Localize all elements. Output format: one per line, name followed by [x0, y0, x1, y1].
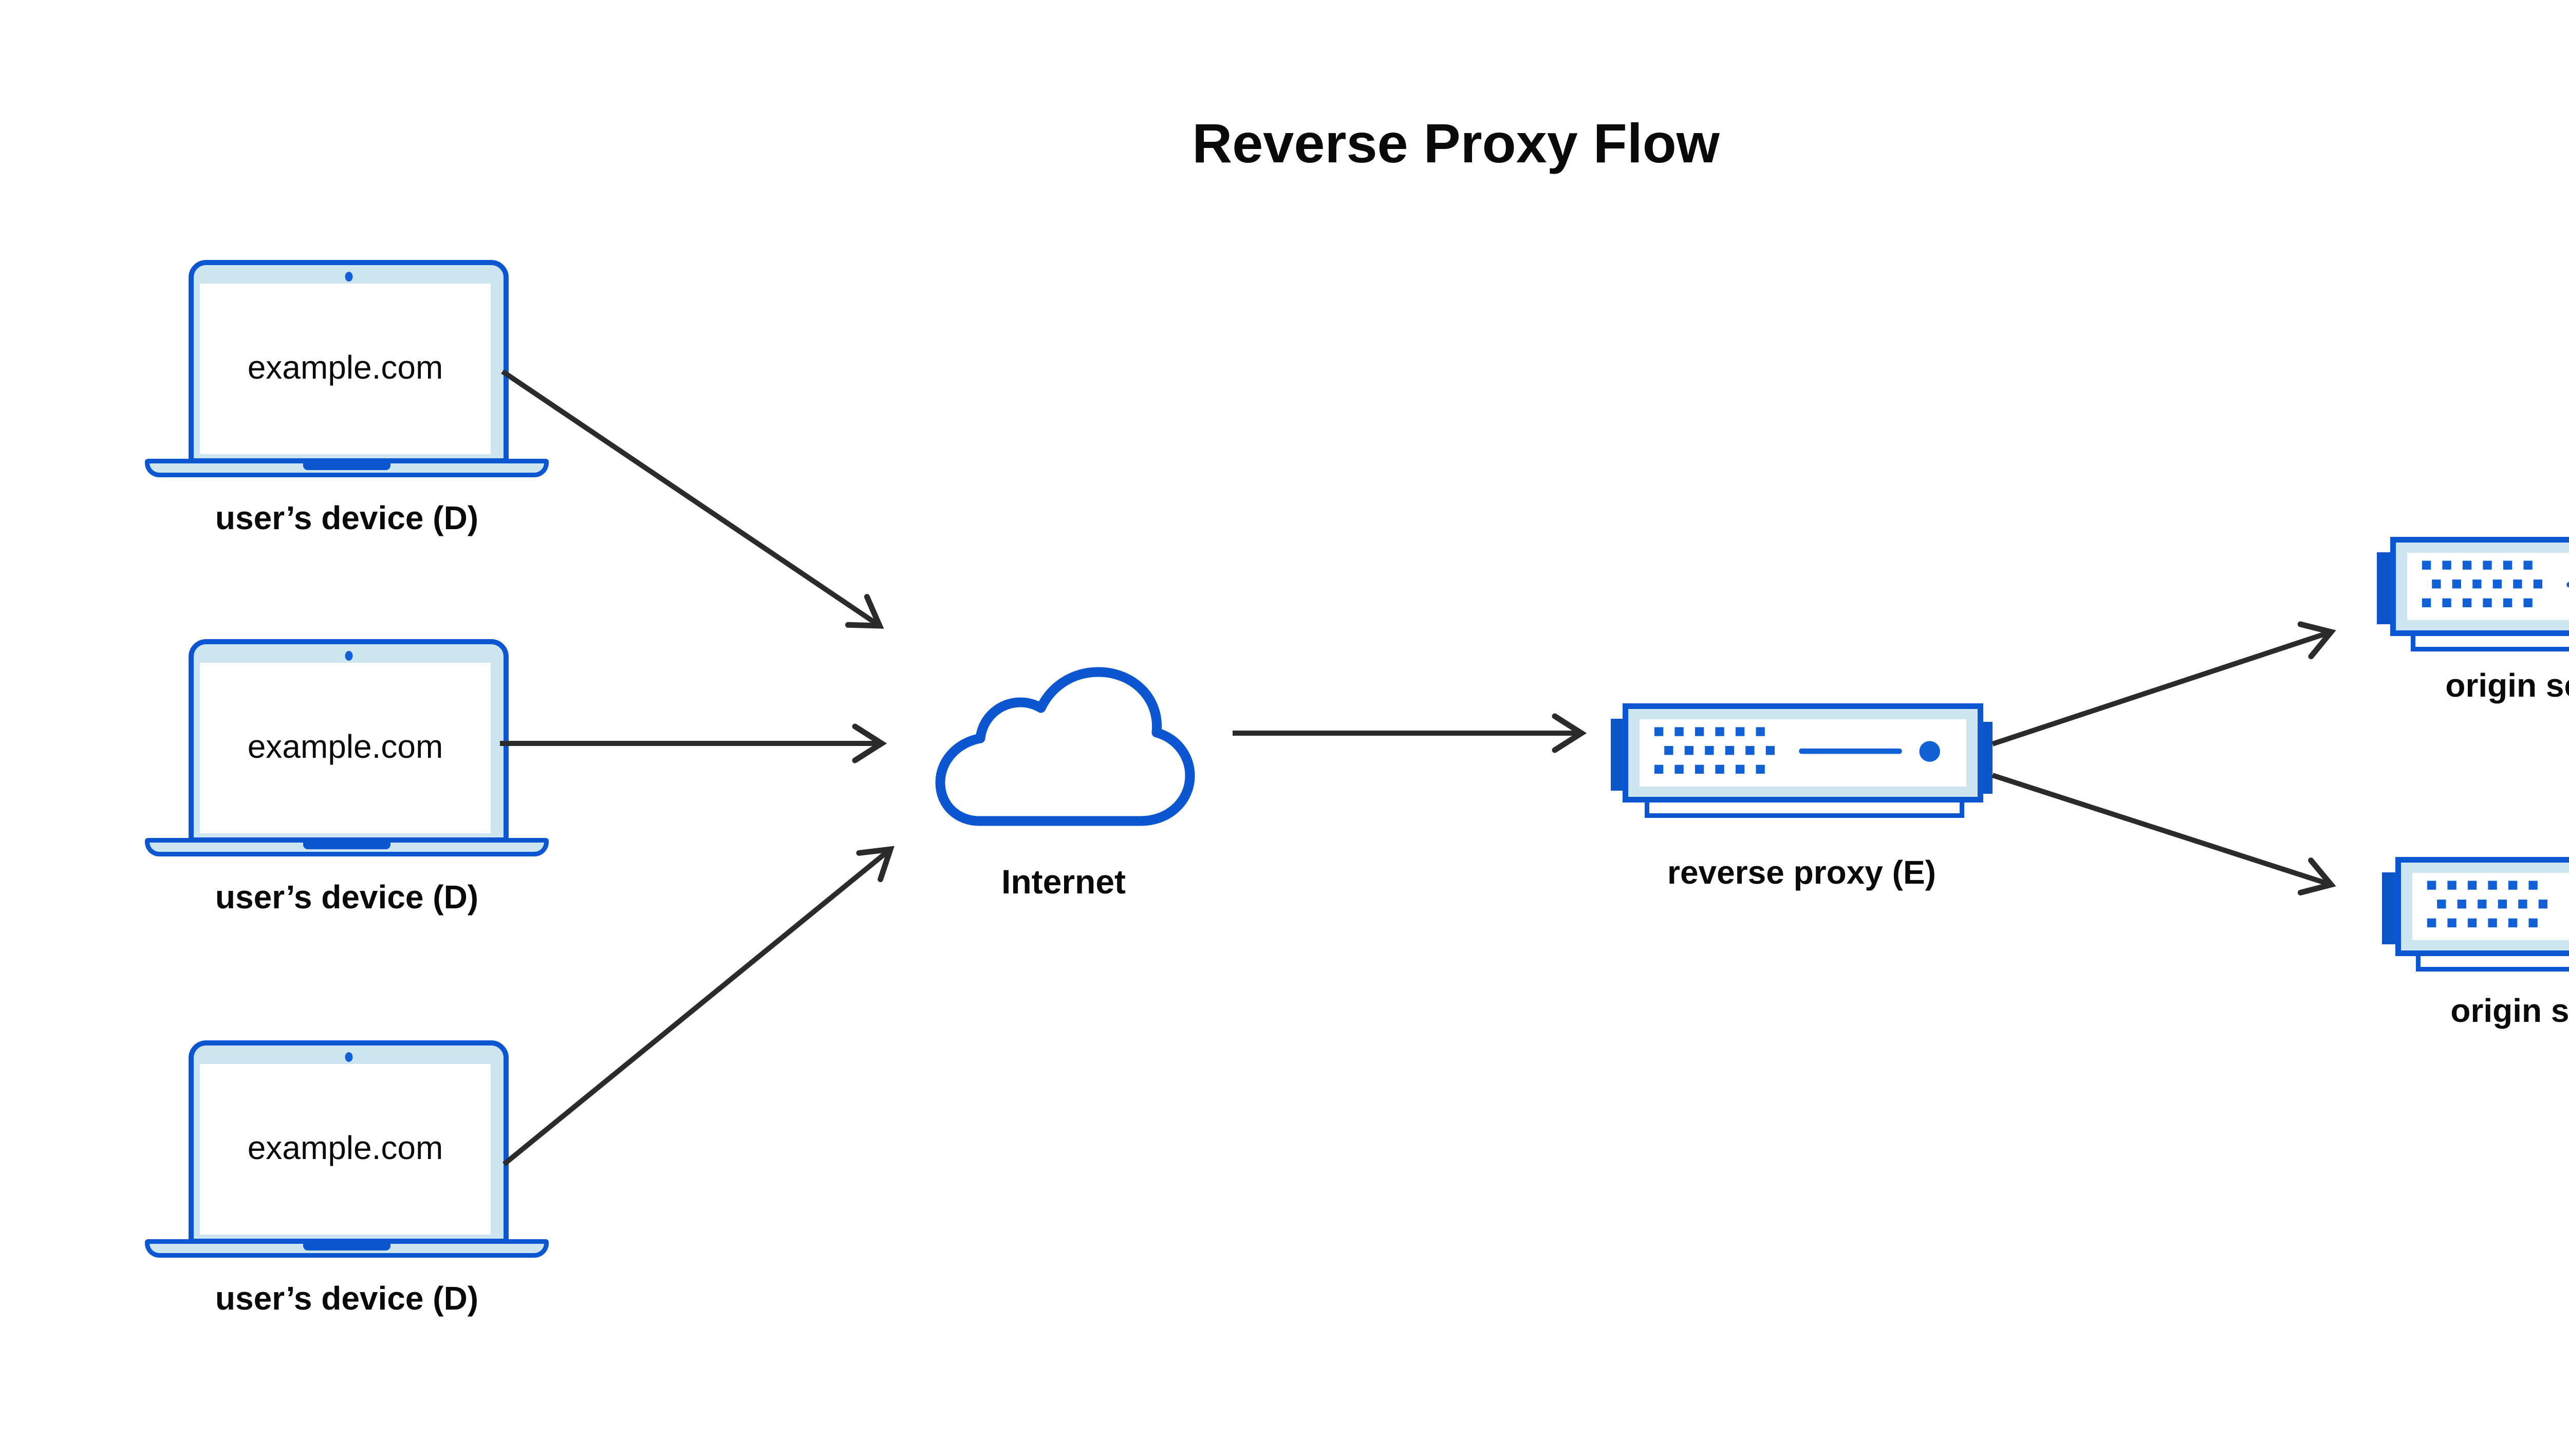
- device-screen-url: example.com: [247, 1129, 443, 1167]
- rack-server-icon: [2395, 857, 2569, 956]
- server-left-tab: [2382, 872, 2397, 944]
- laptop-notch: [303, 843, 390, 849]
- server-slot-line: [2566, 582, 2569, 588]
- laptop-camera-dot-icon: [345, 651, 352, 661]
- rack-server-icon: [2390, 537, 2569, 636]
- laptop-camera-dot-icon: [345, 272, 352, 282]
- device-screen-url: example.com: [247, 349, 443, 386]
- arrow-device1-to-internet: [501, 369, 884, 629]
- laptop-icon: example.com: [189, 1040, 509, 1244]
- arrow-proxy-to-origin1: [1991, 621, 2336, 746]
- internet-label: Internet: [1001, 863, 1126, 901]
- user-device-3: example.com user’s device (D): [145, 1040, 549, 1328]
- server-vents-icon: [2422, 561, 2569, 607]
- laptop-screen: example.com: [200, 1064, 491, 1235]
- laptop-notch: [303, 1244, 390, 1250]
- laptop-notch: [303, 463, 390, 470]
- server-face-panel: [2407, 553, 2569, 620]
- device-label: user’s device (D): [215, 879, 479, 916]
- server-base: [1645, 802, 1964, 818]
- rack-server-icon: [1623, 703, 1983, 802]
- device-label: user’s device (D): [215, 1280, 479, 1317]
- reverse-proxy-label: reverse proxy (E): [1667, 854, 1936, 891]
- arrow-device3-to-internet: [502, 846, 895, 1166]
- laptop-camera-dot-icon: [345, 1052, 352, 1062]
- laptop-icon: example.com: [189, 260, 509, 463]
- server-base: [2411, 636, 2569, 651]
- device-label: user’s device (D): [215, 499, 479, 536]
- server-face-panel: [1640, 719, 1966, 787]
- diagram-title: Reverse Proxy Flow: [1192, 112, 1720, 174]
- laptop-base: [145, 1239, 549, 1258]
- laptop-icon: example.com: [189, 639, 509, 843]
- origin-server-label: origin server (F): [2445, 667, 2569, 704]
- server-base: [2416, 956, 2569, 972]
- server-face-panel: [2412, 873, 2569, 940]
- user-device-1: example.com user’s device (D): [145, 260, 549, 548]
- user-device-2: example.com user’s device (D): [145, 639, 549, 927]
- laptop-base: [145, 838, 549, 856]
- server-slot-line: [1799, 748, 1902, 754]
- laptop-base: [145, 459, 549, 477]
- origin-server-label: origin server (F): [2450, 992, 2569, 1029]
- arrow-proxy-to-origin2: [1991, 773, 2336, 895]
- device-screen-url: example.com: [247, 728, 443, 766]
- internet-cloud-icon: [935, 667, 1195, 826]
- server-vents-icon: [1654, 727, 1940, 774]
- server-left-tab: [2377, 552, 2392, 624]
- laptop-screen: example.com: [200, 663, 491, 833]
- laptop-screen: example.com: [200, 284, 491, 454]
- server-power-dot-icon: [1919, 741, 1940, 762]
- server-vents-icon: [2427, 881, 2548, 927]
